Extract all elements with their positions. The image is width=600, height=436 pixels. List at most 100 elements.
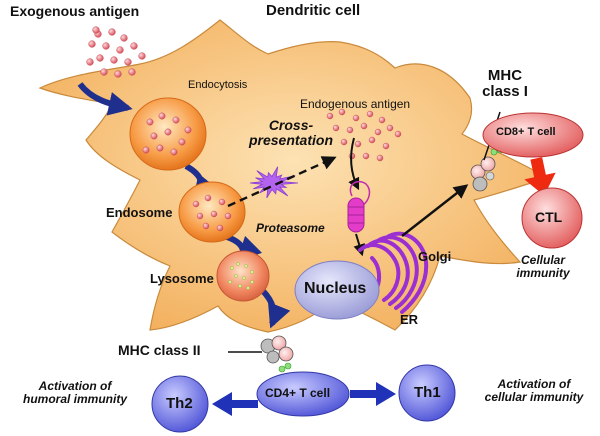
uptake-arrow	[77, 82, 133, 116]
cross-presentation-arrow	[227, 156, 337, 208]
antigen-particle	[202, 222, 210, 230]
antigen-particle	[338, 108, 346, 116]
cd8-to-ctl-arrow	[524, 157, 556, 196]
label-ctl: CTL	[535, 209, 563, 225]
mhc-class-ii-complex	[260, 335, 294, 373]
cd4-to-th2-arrow	[212, 392, 258, 416]
label-activation-cellular: Activation of cellular immunity	[470, 378, 598, 403]
golgi-to-mhc-i-arrow	[401, 184, 469, 237]
label-cellular-immunity-line1: Cellular	[520, 253, 565, 267]
antigen-particle	[138, 52, 146, 60]
antigen-particle	[178, 138, 186, 146]
antigen-particle	[236, 262, 240, 266]
antigen-particle	[216, 224, 224, 232]
antigen-particle	[116, 46, 124, 54]
antigen-particle	[88, 40, 96, 48]
label-golgi: Golgi	[418, 249, 452, 264]
antigen-particle	[250, 280, 254, 284]
antigen-particle	[146, 118, 154, 126]
antigen-particle	[100, 68, 108, 76]
antigen-particle	[110, 56, 118, 64]
membrane-fold	[384, 231, 429, 314]
antigen-particle	[96, 54, 104, 62]
label-mhc-class-i-line1: MHC	[487, 67, 523, 84]
label-cd8-t-cell: CD8+ T cell	[496, 126, 556, 138]
label-mhc-class-i-line2: class I	[482, 82, 528, 100]
antigen-particle	[394, 130, 402, 138]
antigen-particle	[192, 200, 200, 208]
antigen-particle	[228, 280, 232, 284]
antigen-particle	[378, 116, 386, 124]
label-activation-humoral-line2: humoral immunity	[22, 391, 127, 406]
label-proteasome: Proteasome	[256, 221, 325, 235]
label-mhc-class-ii: MHC class II	[118, 342, 201, 358]
label-er: ER	[400, 312, 419, 327]
label-mhc-class-i: MHC class I	[470, 68, 540, 100]
antigen-particle	[374, 128, 382, 136]
cd4-t-cell	[256, 371, 350, 417]
antigen-particle	[360, 122, 368, 130]
antigen-particle	[244, 264, 248, 268]
antigen-particle	[172, 116, 180, 124]
antigen-particle	[128, 68, 136, 76]
label-exogenous-antigen: Exogenous antigen	[10, 3, 140, 19]
antigen-particle	[218, 198, 226, 206]
antigen-particle	[204, 194, 212, 202]
label-endosome: Endosome	[106, 205, 173, 220]
antigen-particle	[376, 154, 384, 162]
th2-cell	[151, 375, 209, 433]
label-cross-presentation: Cross- presentation	[236, 118, 346, 147]
cd4-to-th1-arrow	[350, 382, 396, 406]
antigen-particle	[142, 146, 150, 154]
label-cellular-immunity: Cellular immunity	[508, 254, 578, 279]
surface-arrow	[259, 287, 291, 329]
antigen-particle	[238, 284, 242, 288]
antigen-particle	[102, 42, 110, 50]
antigen-particle	[124, 58, 132, 66]
antigen-particle	[164, 128, 172, 136]
antigen-particle	[92, 26, 100, 34]
antigen-particle	[386, 124, 394, 132]
th1-cell	[398, 364, 456, 422]
label-th1: Th1	[414, 384, 441, 401]
antigen-particle	[346, 126, 354, 134]
mhc-class-i-complex	[470, 146, 504, 192]
antigen-particle	[354, 140, 362, 148]
endogenous-antigen-particles	[326, 108, 402, 162]
antigen-particle	[196, 212, 204, 220]
antigen-particle	[114, 70, 122, 78]
lysosome	[216, 250, 270, 302]
label-cellular-immunity-line2: immunity	[516, 265, 570, 280]
label-cross-presentation-line2: presentation	[248, 131, 333, 148]
label-nucleus: Nucleus	[304, 280, 367, 297]
antigen-particle	[86, 58, 94, 66]
label-activation-cellular-line1: Activation of	[497, 377, 571, 391]
antigen-particle	[158, 112, 166, 120]
antigen-particle	[156, 144, 164, 152]
label-dendritic-cell: Dendritic cell	[266, 2, 361, 19]
vesicle-antigen-particles	[142, 112, 192, 156]
label-activation-humoral: Activation of humoral immunity	[0, 380, 150, 405]
antigen-particle	[352, 114, 360, 122]
label-lysosome: Lysosome	[150, 271, 214, 286]
antigen-particle	[130, 42, 138, 50]
antigen-particle	[382, 142, 390, 150]
label-endocytosis: Endocytosis	[188, 79, 248, 91]
antigen-particle	[108, 28, 116, 36]
proteasome	[347, 180, 371, 233]
antigen-particle	[210, 210, 218, 218]
cd8-t-cell	[482, 112, 584, 158]
label-activation-humoral-line1: Activation of	[38, 379, 112, 393]
antigen-particle	[340, 138, 348, 146]
antigen-particle	[250, 270, 254, 274]
antigen-particle	[368, 136, 376, 144]
label-th2: Th2	[166, 395, 193, 412]
antigen-particle	[366, 110, 374, 118]
antigen-particle	[234, 274, 238, 278]
label-cd4-t-cell: CD4+ T cell	[265, 386, 331, 400]
antigen-particle	[184, 126, 192, 134]
endosome-antigen-particles	[192, 194, 232, 232]
label-endogenous-antigen: Endogenous antigen	[300, 97, 411, 111]
antigen-particle	[362, 152, 370, 160]
